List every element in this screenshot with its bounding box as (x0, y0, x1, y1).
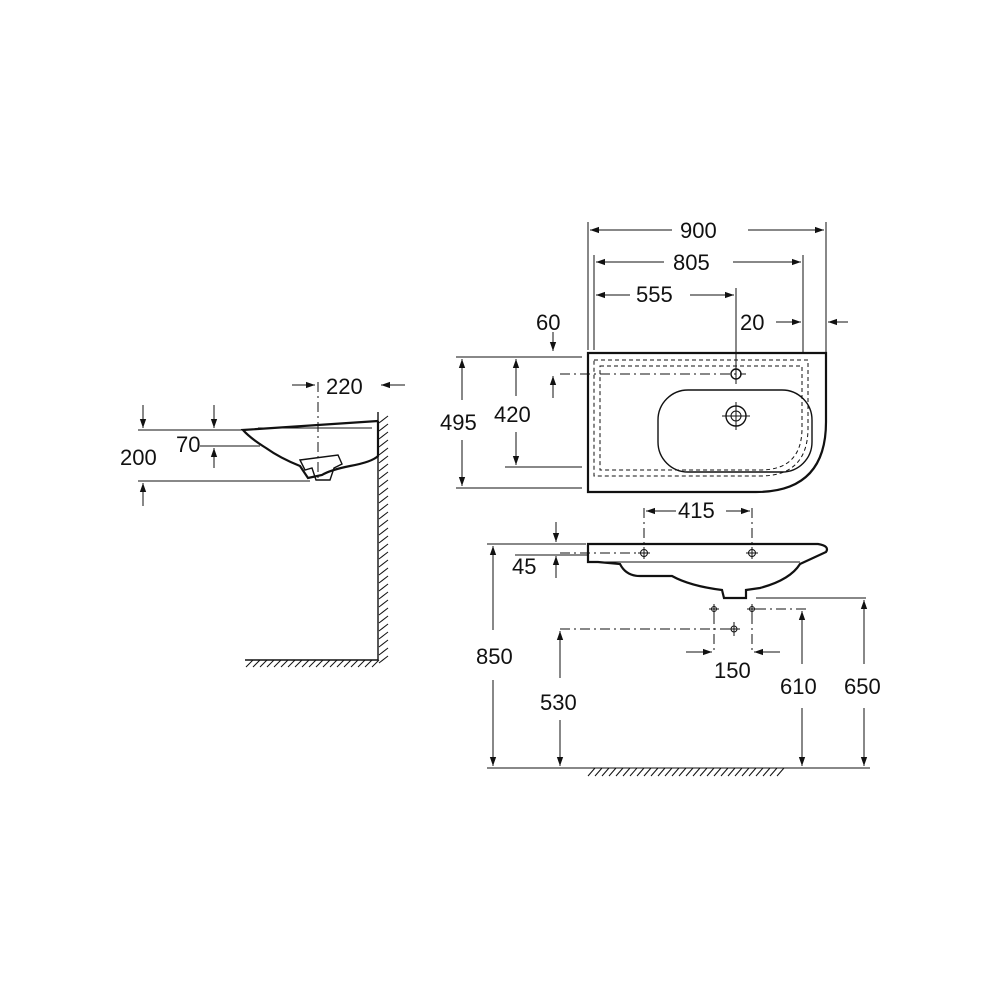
dim-height-610: 610 (780, 674, 817, 699)
dim-offset-20: 20 (740, 310, 764, 335)
dim-width-900: 900 (680, 218, 717, 243)
dim-tap-depth: 45 (512, 554, 536, 579)
dim-height-530: 530 (540, 690, 577, 715)
waste-fitting-right (747, 604, 757, 614)
bowl-outline (657, 389, 813, 473)
waste-fitting-left (709, 604, 719, 614)
dim-tap-spacing: 415 (678, 498, 715, 523)
dim-projection: 220 (326, 374, 363, 399)
wall-hatching (378, 415, 389, 664)
hidden-line-outer (593, 359, 809, 477)
tap-hole-right (746, 547, 758, 559)
hidden-line-inner (599, 365, 803, 471)
side-view: 220 200 70 (120, 374, 405, 668)
dim-depth-495: 495 (440, 410, 477, 435)
basin-front-profile (586, 542, 829, 600)
basin-side-profile (240, 419, 380, 480)
dim-height-850: 850 (476, 644, 513, 669)
dim-width-805: 805 (673, 250, 710, 275)
dim-height-total: 200 (120, 445, 157, 470)
dim-depth-420: 420 (494, 402, 531, 427)
front-view: 415 45 850 (476, 498, 881, 777)
dim-offset-60: 60 (536, 310, 560, 335)
floor-hatching (245, 659, 380, 668)
dim-height-top: 70 (176, 432, 200, 457)
dim-width-555: 555 (636, 282, 673, 307)
waste-outlet (298, 454, 343, 481)
dim-waste-spacing: 150 (714, 658, 751, 683)
waste-center (728, 622, 740, 636)
floor-hatching-front (587, 767, 785, 777)
top-view: 900 805 555 20 60 495 420 (440, 218, 848, 494)
dim-height-650: 650 (844, 674, 881, 699)
basin-top-outline (586, 351, 828, 494)
